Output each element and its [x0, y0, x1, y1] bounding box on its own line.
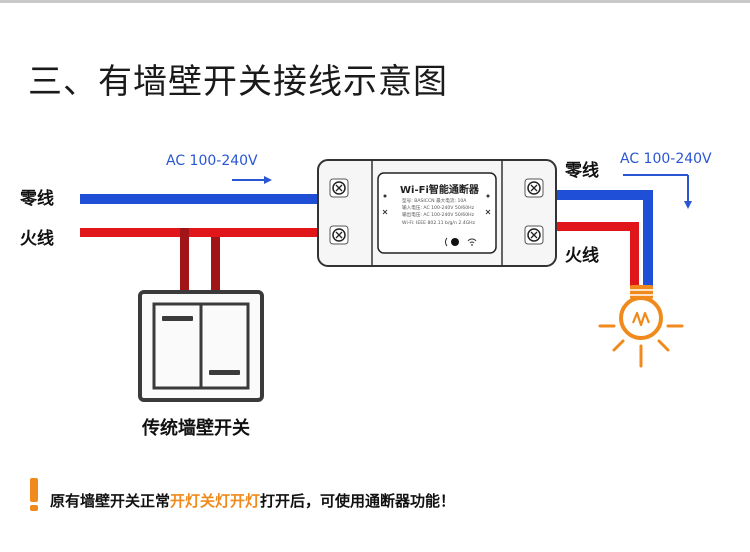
live-label-right: 火线: [565, 246, 599, 266]
live-wire: [80, 222, 639, 296]
terminal-screw-icon: [527, 181, 541, 195]
note-prefix: 原有墙壁开关正常: [50, 492, 171, 510]
module-spec-line: 型号: BASICCN 最大电流: 10A: [402, 199, 467, 204]
wall-switch-caption: 传统墙壁开关: [142, 418, 250, 439]
ac-voltage-label-right: AC 100-240V: [620, 151, 712, 167]
top-divider: [0, 0, 750, 3]
warning-icon: [30, 478, 38, 502]
arrow-right-icon: [232, 176, 272, 184]
neutral-wire: [80, 190, 653, 288]
note-highlight: 开灯关灯开灯: [170, 492, 261, 510]
wall-switch: [138, 290, 264, 402]
module-spec-line: 输出电压: AC 100-240V 50/60Hz: [402, 213, 475, 218]
terminal-screw-icon: [332, 228, 346, 242]
power-button-icon: [445, 237, 459, 247]
module-side-markings-icon: [382, 194, 491, 215]
module-spec-line: Wi-Fi: IEEE 802.11 b/g/n 2.4GHz: [402, 221, 476, 226]
module-title: Wi-Fi智能通断器: [400, 185, 479, 196]
page-title: 三、有墙壁开关接线示意图: [28, 62, 448, 102]
terminal-screw-icon: [332, 181, 346, 195]
light-bulb-icon: [598, 285, 684, 368]
neutral-label-right: 零线: [565, 161, 599, 181]
usage-note: 原有墙壁开关正常开灯关灯开灯打开后，可使用通断器功能！: [50, 490, 455, 511]
wifi-icon: [467, 238, 477, 246]
module-spec-line: 输入电压: AC 100-240V 50/60Hz: [402, 206, 475, 211]
arrow-down-icon: [623, 174, 692, 209]
terminal-screw-icon: [527, 228, 541, 242]
note-suffix: 打开后，可使用通断器功能！: [260, 492, 456, 510]
ac-voltage-label-left: AC 100-240V: [166, 153, 258, 169]
live-label-left: 火线: [20, 229, 54, 249]
neutral-label-left: 零线: [20, 189, 54, 209]
warning-icon-dot: [30, 505, 38, 511]
